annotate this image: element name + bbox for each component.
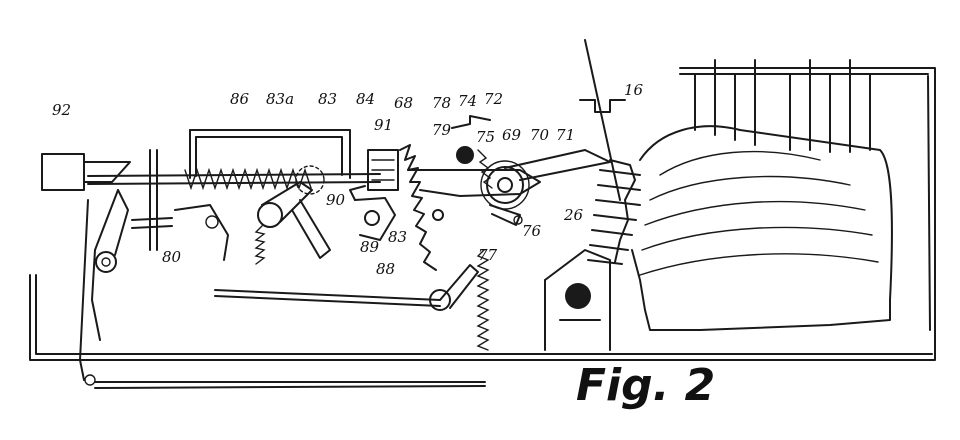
pawl-76: [489, 204, 523, 226]
lower-link-bar: [214, 264, 479, 311]
main-shaft-with-spring-86: [87, 167, 381, 191]
bracket-80: [131, 149, 173, 251]
bracket-84: [367, 149, 399, 191]
stop-block: [544, 249, 611, 351]
label-72: 72: [484, 90, 503, 108]
label-26: 26: [563, 206, 584, 224]
left-lever: [91, 189, 129, 341]
label-76: 76: [522, 222, 542, 240]
label-88: 88: [376, 260, 395, 278]
figure-label: Fig. 2: [576, 360, 715, 411]
spring-75: [477, 149, 493, 189]
bottom-linkage-rod: [79, 199, 486, 389]
type-segment: [631, 125, 893, 331]
label-75: 75: [476, 128, 495, 146]
label-74: 74: [458, 92, 477, 110]
label-84: 84: [356, 90, 375, 108]
key-rods: [694, 59, 871, 153]
label-69: 69: [502, 126, 522, 144]
label-83a: 83a: [266, 90, 294, 108]
label-70: 70: [530, 126, 550, 144]
knob-92: [41, 153, 131, 191]
pivot-arm-assembly: [174, 181, 331, 265]
label-89: 89: [360, 238, 380, 256]
label-79: 79: [432, 121, 452, 139]
label-92: 92: [52, 101, 71, 119]
label-16: 16: [624, 81, 644, 99]
label-83b: 83: [388, 228, 407, 246]
label-80: 80: [162, 248, 182, 266]
label-68: 68: [394, 94, 413, 112]
arm-71: [504, 149, 611, 181]
base-frame: [29, 67, 936, 361]
spring-77: [476, 249, 490, 351]
ball-78: [456, 146, 474, 164]
housing-83a: [189, 129, 351, 195]
catch-72: [451, 115, 491, 129]
guide-rod-16: [579, 39, 626, 201]
label-86: 86: [230, 90, 250, 108]
label-83: 83: [318, 90, 337, 108]
gear-segment-68: [399, 144, 541, 271]
reference-numerals: 92 86 83a 83 84 68 78 74 72 91 79 75 69 …: [52, 81, 644, 278]
label-91: 91: [374, 116, 393, 134]
label-78: 78: [432, 94, 451, 112]
label-77: 77: [478, 246, 498, 264]
parts-88-89-90: [349, 185, 396, 241]
label-71: 71: [556, 126, 575, 144]
comb-26: [587, 159, 641, 265]
label-90: 90: [326, 191, 346, 209]
